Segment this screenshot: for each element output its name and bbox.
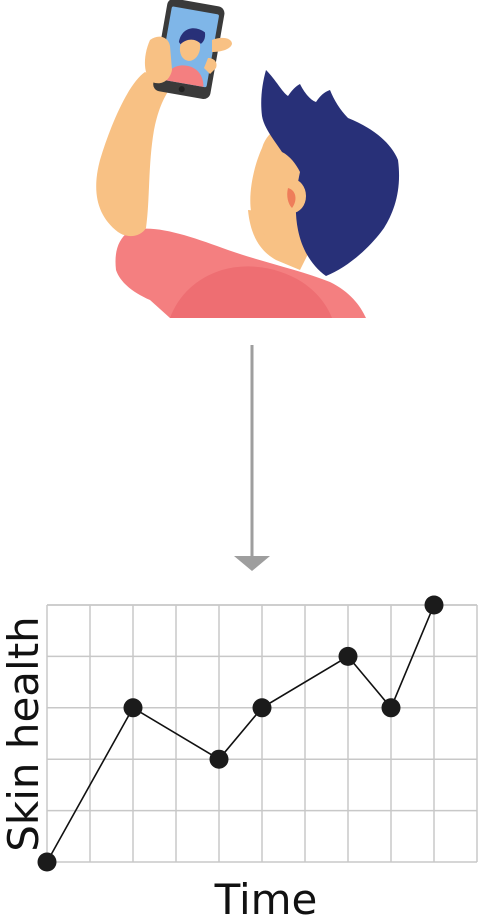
y-axis-label: Skin health bbox=[0, 616, 48, 852]
skin-health-chart: Time Skin health bbox=[0, 595, 478, 920]
data-point bbox=[252, 698, 272, 718]
data-point bbox=[123, 698, 143, 718]
x-axis-label: Time bbox=[214, 875, 318, 920]
screen-portrait-hair bbox=[178, 28, 206, 45]
data-point bbox=[424, 595, 444, 615]
chart-series bbox=[46, 604, 435, 863]
chart-grid bbox=[46, 604, 478, 863]
data-point bbox=[338, 646, 358, 666]
down-arrow bbox=[234, 345, 270, 571]
screen-portrait-shirt bbox=[164, 65, 204, 87]
finger-right bbox=[204, 58, 217, 74]
phone bbox=[153, 0, 225, 100]
screen-portrait-face bbox=[179, 35, 201, 61]
phone-home-button bbox=[178, 86, 185, 93]
ear-inner bbox=[287, 188, 296, 208]
data-point bbox=[381, 698, 401, 718]
data-point bbox=[37, 852, 57, 872]
hair bbox=[261, 70, 400, 276]
series-line bbox=[46, 604, 435, 863]
data-point bbox=[209, 749, 229, 769]
hand bbox=[144, 36, 172, 84]
thumb bbox=[212, 37, 232, 52]
selfie-illustration bbox=[96, 0, 400, 318]
chart-markers bbox=[37, 595, 444, 872]
arrow-head-icon bbox=[234, 556, 270, 571]
raised-arm bbox=[96, 72, 172, 237]
shirt-shadow bbox=[170, 266, 332, 318]
